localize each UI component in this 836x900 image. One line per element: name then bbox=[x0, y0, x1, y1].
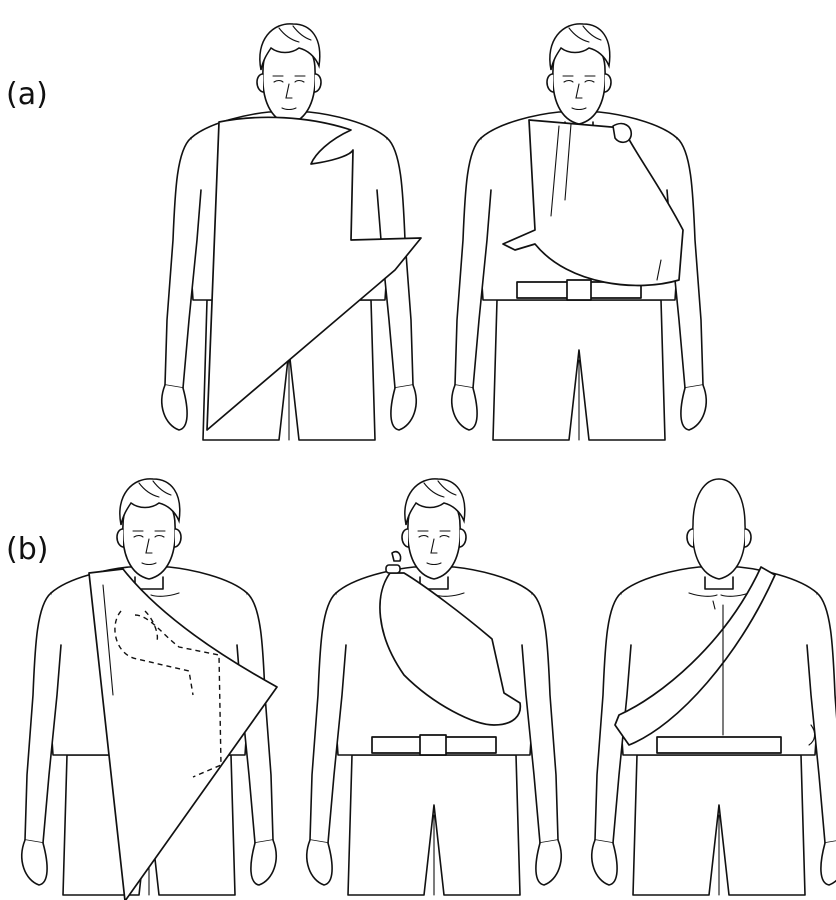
figure-b1 bbox=[22, 479, 277, 900]
figure-a2 bbox=[452, 24, 706, 440]
figure-b3 bbox=[592, 479, 836, 895]
sling-knot bbox=[613, 124, 631, 143]
belt bbox=[657, 737, 781, 753]
figure-b2 bbox=[307, 479, 561, 895]
figure-a1 bbox=[162, 24, 421, 440]
